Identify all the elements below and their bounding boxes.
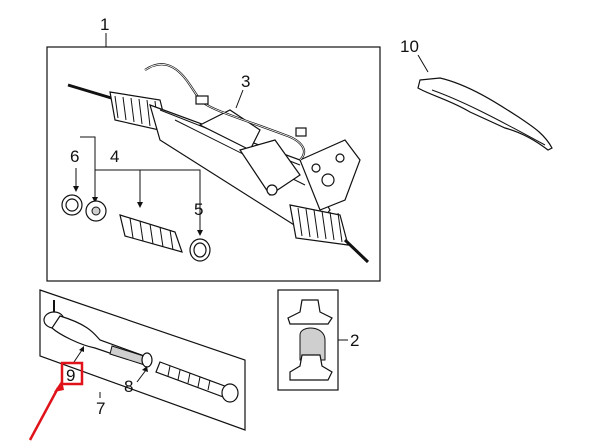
callout-3: 3 [241,72,250,91]
callout-10: 10 [400,37,419,56]
leader-line-8 [136,369,147,383]
mount-bracket [287,299,333,381]
callout-9: 9 [66,366,75,385]
heat-shield [417,77,553,151]
leader-line-4 [95,169,201,232]
callout-2: 2 [350,331,359,350]
highlight-arrowhead [54,380,64,392]
bushing [85,200,107,222]
highlight-box [60,361,84,386]
jam-nut [141,352,153,368]
boot [119,214,183,253]
pressure-line [144,63,307,161]
callout-5: 5 [194,200,203,219]
highlight-arrow [28,387,60,441]
rack-assembly-frame [46,46,381,282]
callout-7: 7 [96,399,105,418]
leader-line-10 [417,54,429,73]
callout-6: 6 [70,147,79,166]
tie-rod-frame [39,289,246,431]
leader-line-9 [73,349,83,363]
callout-4: 4 [110,147,119,166]
callout-8: 8 [124,377,133,396]
callout-1: 1 [100,15,109,34]
leader-line-3 [235,89,244,109]
inner-tie-rod [155,361,239,403]
outer-tie-rod-end [43,300,151,367]
